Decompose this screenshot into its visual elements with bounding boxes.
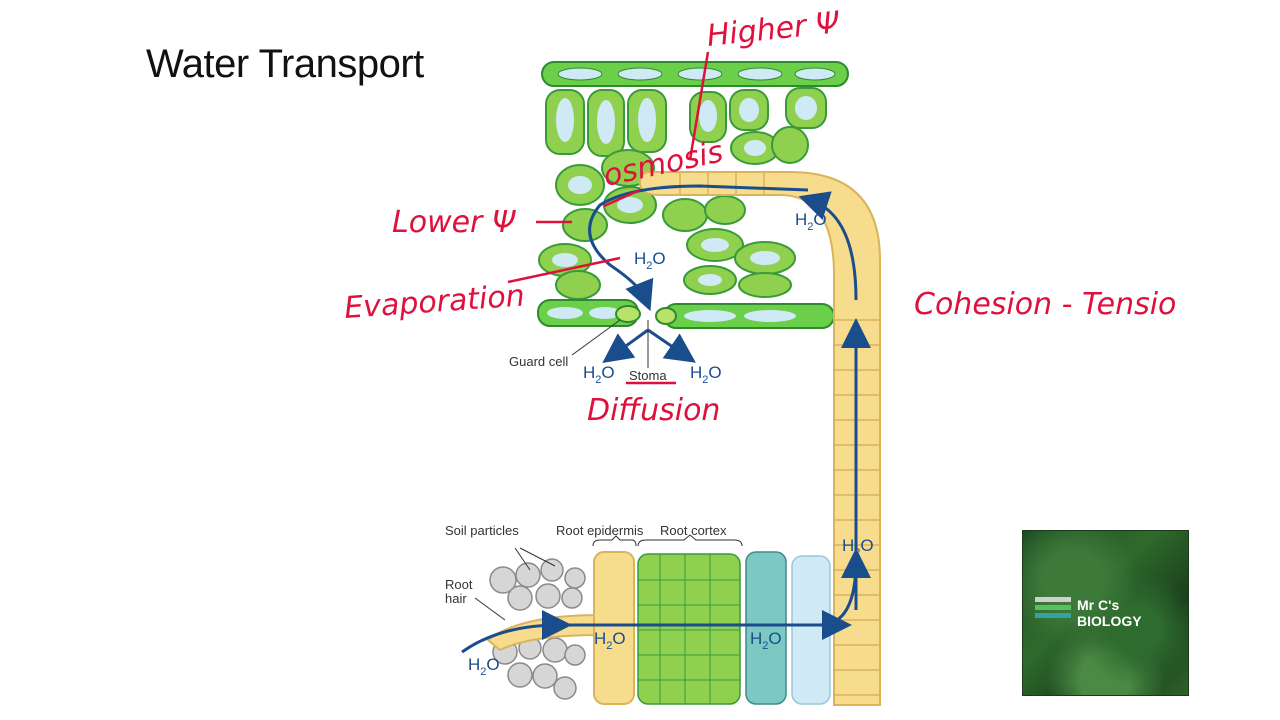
page-title: Water Transport [146,42,424,86]
h2o-xylem-bottom: H2O [842,536,874,559]
h2o-stoma-right: H2O [690,363,722,386]
osmosis-arrow [603,188,641,208]
root-hair-label-line1: Root [445,577,473,592]
h2o-stoma-left: H2O [583,363,615,386]
stoma-right-arrow [647,328,696,363]
root-epidermis-label: Root epidermis [556,523,644,538]
h2o-labels: H2O H2O H2O H2O H2O H2O H2O H2O [468,210,874,678]
logo-bars [1035,597,1071,621]
higher-psi-line [688,51,710,161]
diffusion-annotation: Diffusion [587,393,720,428]
pericycle-cells [791,555,831,705]
root-cortex-label: Root cortex [660,523,727,538]
soil-pointer-2 [519,547,556,567]
cohesion-tension-annotation: Cohesion - Tensio [914,287,1176,322]
spongy-mesophyll [538,126,809,300]
h2o-root-epidermis: H2O [594,629,626,652]
logo-line1: Mr C's [1077,597,1120,613]
mr-cs-biology-logo: Mr C's BIOLOGY [1022,530,1189,696]
soil-pointer-1 [514,547,531,571]
stoma-left-arrow [602,328,649,364]
lower-psi-annotation: Lower Ψ [392,205,517,240]
h2o-leaf: H2O [634,249,666,272]
higher-psi-annotation: Higher Ψ [705,5,842,54]
root-to-xylem-arrow [819,548,871,627]
root-hair-label-line2: hair [445,591,467,606]
logo-line2: BIOLOGY [1077,613,1142,629]
evaporation-line [507,256,621,284]
root-epidermis-bracket [592,535,637,547]
guard-cell-label: Guard cell [509,354,568,369]
root-cross-section [486,551,831,705]
root-hair-pointer [474,597,506,621]
leaf-cross-section [537,61,849,329]
root-epidermis-cells [593,551,635,705]
endodermis-cells [745,551,787,705]
h2o-xylem-top: H2O [795,210,827,233]
evaporation-annotation: Evaporation [343,278,526,326]
h2o-soil: H2O [468,655,500,678]
guard-cell-left [615,305,641,323]
xylem-bend-arrow [798,191,858,301]
soil-particles-label: Soil particles [445,523,519,538]
leaf-water-path-arrow [588,184,809,312]
stoma-label: Stoma [629,368,667,383]
root-cortex-bracket [637,534,743,547]
root-cortex-cells [637,553,741,705]
guard-cell-right [655,307,677,325]
guard-cell-pointer [571,319,621,356]
h2o-root-endodermis: H2O [750,629,782,652]
root-hair-arrow [461,610,572,654]
